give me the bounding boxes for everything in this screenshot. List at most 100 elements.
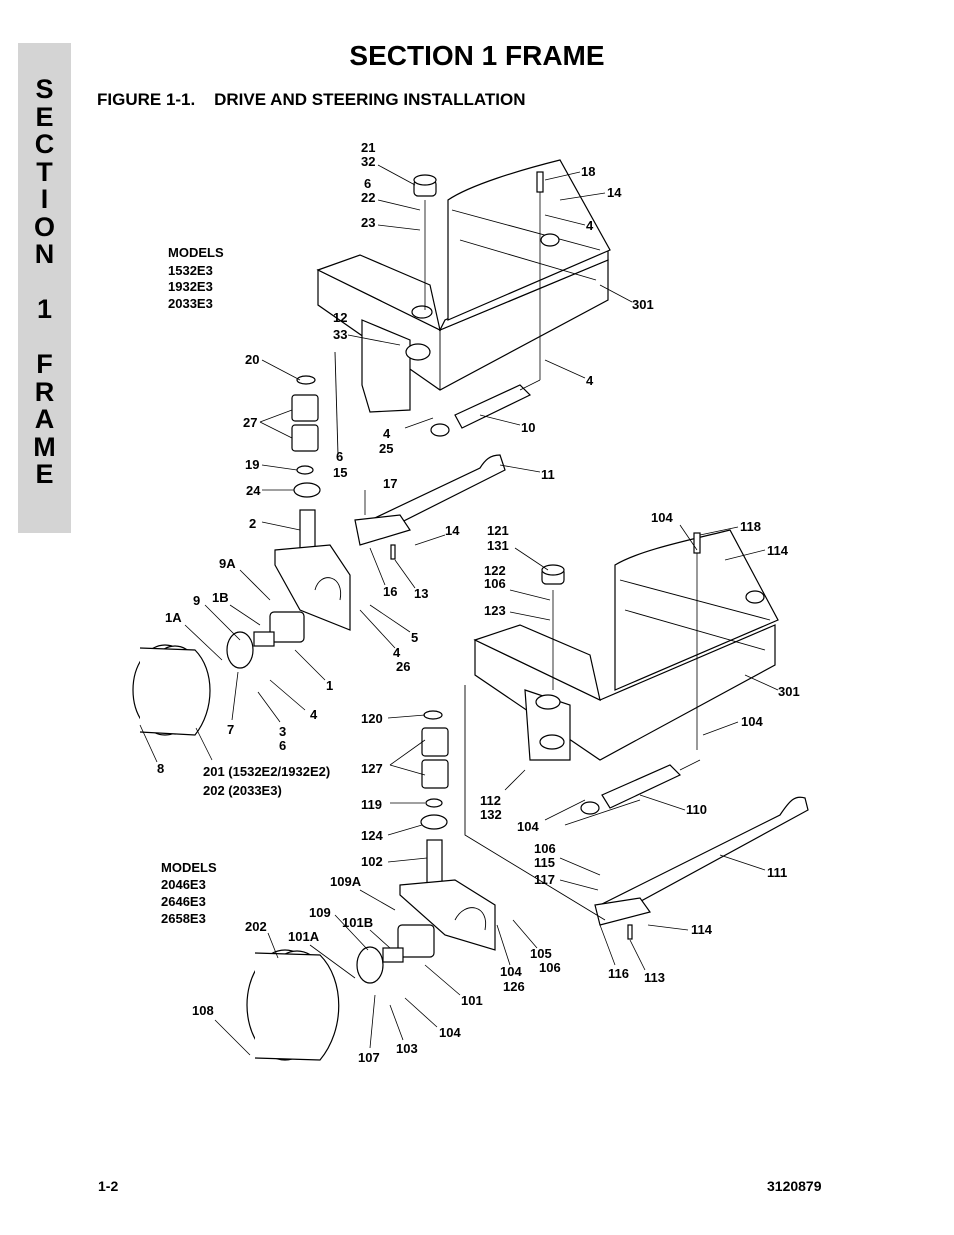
callout: 9A xyxy=(219,556,236,571)
callout: 124 xyxy=(361,828,383,843)
bottom-steering-cylinder xyxy=(580,759,701,815)
callout: 4 xyxy=(393,645,401,660)
callout: 111 xyxy=(767,865,787,880)
callout: 126 xyxy=(503,979,525,994)
side-letter: S xyxy=(35,74,54,104)
callout: 120 xyxy=(361,711,383,726)
callout: 114 xyxy=(691,922,713,937)
model-item: 2046E3 xyxy=(161,877,206,892)
callout: 22 xyxy=(361,190,375,205)
side-letter: E xyxy=(35,459,54,489)
callout: 110 xyxy=(686,802,707,817)
callout: 112 xyxy=(480,793,501,808)
callout: 114 xyxy=(767,543,789,558)
callout: 104 xyxy=(741,714,763,729)
side-letter: A xyxy=(34,404,55,434)
models-top-heading: MODELS xyxy=(168,245,224,260)
callout: 301 xyxy=(778,684,800,699)
bottom-spindle-stack xyxy=(420,710,449,896)
callout-labels: 21 32 6 22 23 18 14 4 301 12 33 20 4 27 … xyxy=(157,140,800,1065)
models-bottom-heading: MODELS xyxy=(161,860,217,875)
callout: 119 xyxy=(361,797,382,812)
callout: 104 xyxy=(500,964,522,979)
model-item: 1532E3 xyxy=(168,263,213,278)
side-letter: C xyxy=(34,129,55,159)
callout: 1A xyxy=(165,610,182,625)
callout: 201 (1532E2/1932E2) xyxy=(203,764,330,779)
section-side-letters: S E C T I O N 1 F R A M E xyxy=(18,74,71,489)
callout: 101B xyxy=(342,915,373,930)
callout: 6 xyxy=(279,738,286,753)
callout: 24 xyxy=(246,483,261,498)
document-number: 3120879 xyxy=(767,1178,822,1194)
bottom-spindle-mount xyxy=(399,879,496,951)
callout: 23 xyxy=(361,215,375,230)
callout: 9 xyxy=(193,593,200,608)
callout: 103 xyxy=(396,1041,418,1056)
callout: 20 xyxy=(245,352,259,367)
callout: 131 xyxy=(487,538,509,553)
model-item: 1932E3 xyxy=(168,279,213,294)
callout: 3 xyxy=(279,724,286,739)
callout: 26 xyxy=(396,659,410,674)
callout: 13 xyxy=(414,586,428,601)
callout: 10 xyxy=(521,420,535,435)
callout: 102 xyxy=(361,854,383,869)
callout: 301 xyxy=(632,297,654,312)
callout: 116 xyxy=(608,966,629,981)
callout: 8 xyxy=(157,761,164,776)
section-side-tab xyxy=(18,43,71,533)
callout: 11 xyxy=(541,467,555,482)
side-letter: R xyxy=(34,376,55,407)
callout: 1B xyxy=(212,590,229,605)
callout: 15 xyxy=(333,465,347,480)
callout: 202 (2033E3) xyxy=(203,783,282,798)
bottom-frame xyxy=(473,529,779,761)
side-letter: N xyxy=(34,239,55,269)
callout: 2 xyxy=(249,516,256,531)
callout: 123 xyxy=(484,603,506,618)
callout: 17 xyxy=(383,476,397,491)
callout: 107 xyxy=(358,1050,380,1065)
callout: 106 xyxy=(534,841,556,856)
side-letter: F xyxy=(36,349,53,379)
side-letter: M xyxy=(33,431,56,462)
callout: 108 xyxy=(192,1003,214,1018)
page-title: SECTION 1 FRAME xyxy=(349,40,605,71)
callout: 101A xyxy=(288,929,320,944)
callout: 12 xyxy=(333,310,347,325)
callout: 4 xyxy=(383,426,391,441)
callout: 18 xyxy=(581,164,595,179)
callout: 21 xyxy=(361,140,375,155)
callout: 115 xyxy=(534,855,555,870)
callout: 4 xyxy=(586,218,594,233)
callout: 117 xyxy=(534,872,555,887)
bottom-tie-rod xyxy=(594,796,809,940)
callout: 33 xyxy=(333,327,347,342)
bottom-drive-motor xyxy=(356,924,435,984)
callout: 113 xyxy=(644,970,665,985)
callout: 14 xyxy=(445,523,460,538)
callout: 202 xyxy=(245,919,267,934)
callout: 1 xyxy=(326,678,333,693)
side-letter: I xyxy=(40,184,49,214)
top-frame xyxy=(316,159,611,413)
callout: 6 xyxy=(336,449,343,464)
callout: 105 xyxy=(530,946,552,961)
callout: 14 xyxy=(607,185,622,200)
callout: 27 xyxy=(243,415,257,430)
side-letter: O xyxy=(33,211,55,242)
callout: 122 xyxy=(484,563,506,578)
model-item: 2658E3 xyxy=(161,911,206,926)
callout: 6 xyxy=(364,176,371,191)
top-spindle-stack xyxy=(291,375,321,561)
callout: 109A xyxy=(330,874,362,889)
callout: 19 xyxy=(245,457,259,472)
figure-title: FIGURE 1-1. DRIVE AND STEERING INSTALLAT… xyxy=(97,90,526,109)
model-item: 2033E3 xyxy=(168,296,213,311)
side-letter: 1 xyxy=(36,294,53,324)
page-number: 1-2 xyxy=(98,1178,119,1194)
callout: 4 xyxy=(586,373,594,388)
top-steering-cylinder xyxy=(430,379,541,437)
